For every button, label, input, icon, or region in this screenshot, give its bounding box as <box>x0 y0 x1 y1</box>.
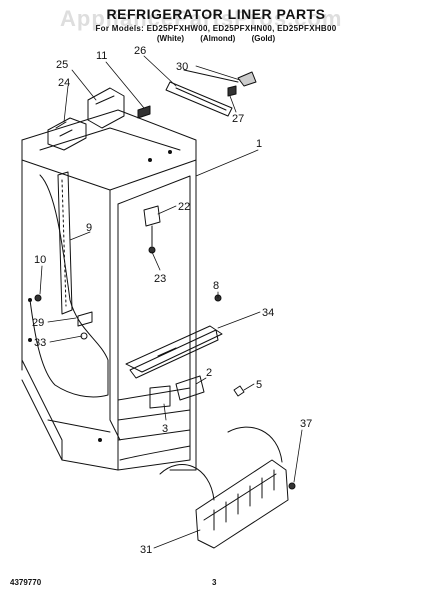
bracket-2-3-5 <box>149 375 245 409</box>
callout-3: 3 <box>162 423 168 435</box>
bracket-22-23 <box>143 205 161 254</box>
leader-lines <box>39 55 303 549</box>
callout-23: 23 <box>154 273 166 285</box>
callout-33: 33 <box>34 337 46 349</box>
callout-25: 25 <box>56 59 68 71</box>
diagram-subtitle: For Models: ED25PFXHW00, ED25PFXHN00, ED… <box>95 24 337 33</box>
liner-drawing <box>21 109 197 471</box>
upper-right-brackets <box>165 69 257 117</box>
variant-gold: (Gold) <box>251 34 276 43</box>
callout-labels: 1 2 3 5 8 9 10 11 22 23 24 25 26 27 29 3… <box>32 45 312 556</box>
diagram-header: REFRIGERATOR LINER PARTS For Models: ED2… <box>0 6 432 43</box>
callout-29: 29 <box>32 317 44 329</box>
callout-8: 8 <box>213 280 219 292</box>
diagram-title: REFRIGERATOR LINER PARTS <box>106 6 326 22</box>
callout-11: 11 <box>96 50 107 62</box>
callout-31: 31 <box>140 544 152 556</box>
callout-30: 30 <box>176 61 188 73</box>
color-variants: (White) (Almond) (Gold) <box>0 34 432 43</box>
page-number: 3 <box>212 578 217 587</box>
callout-10: 10 <box>34 254 46 266</box>
shelf-bin-31 <box>159 426 296 549</box>
callout-26: 26 <box>134 45 146 57</box>
document-number: 4379770 <box>10 578 42 587</box>
callout-27: 27 <box>232 113 244 125</box>
callout-22: 22 <box>178 201 190 213</box>
crisper-cover-34 <box>125 294 223 379</box>
callout-37: 37 <box>300 418 312 430</box>
variant-white: (White) <box>156 34 184 43</box>
callout-24: 24 <box>58 77 70 89</box>
callout-2: 2 <box>206 367 212 379</box>
callout-1: 1 <box>256 138 262 150</box>
callout-34: 34 <box>262 307 274 319</box>
upper-left-brackets <box>47 87 151 151</box>
callout-9: 9 <box>86 222 92 234</box>
callout-5: 5 <box>256 379 262 391</box>
variant-almond: (Almond) <box>200 34 236 43</box>
